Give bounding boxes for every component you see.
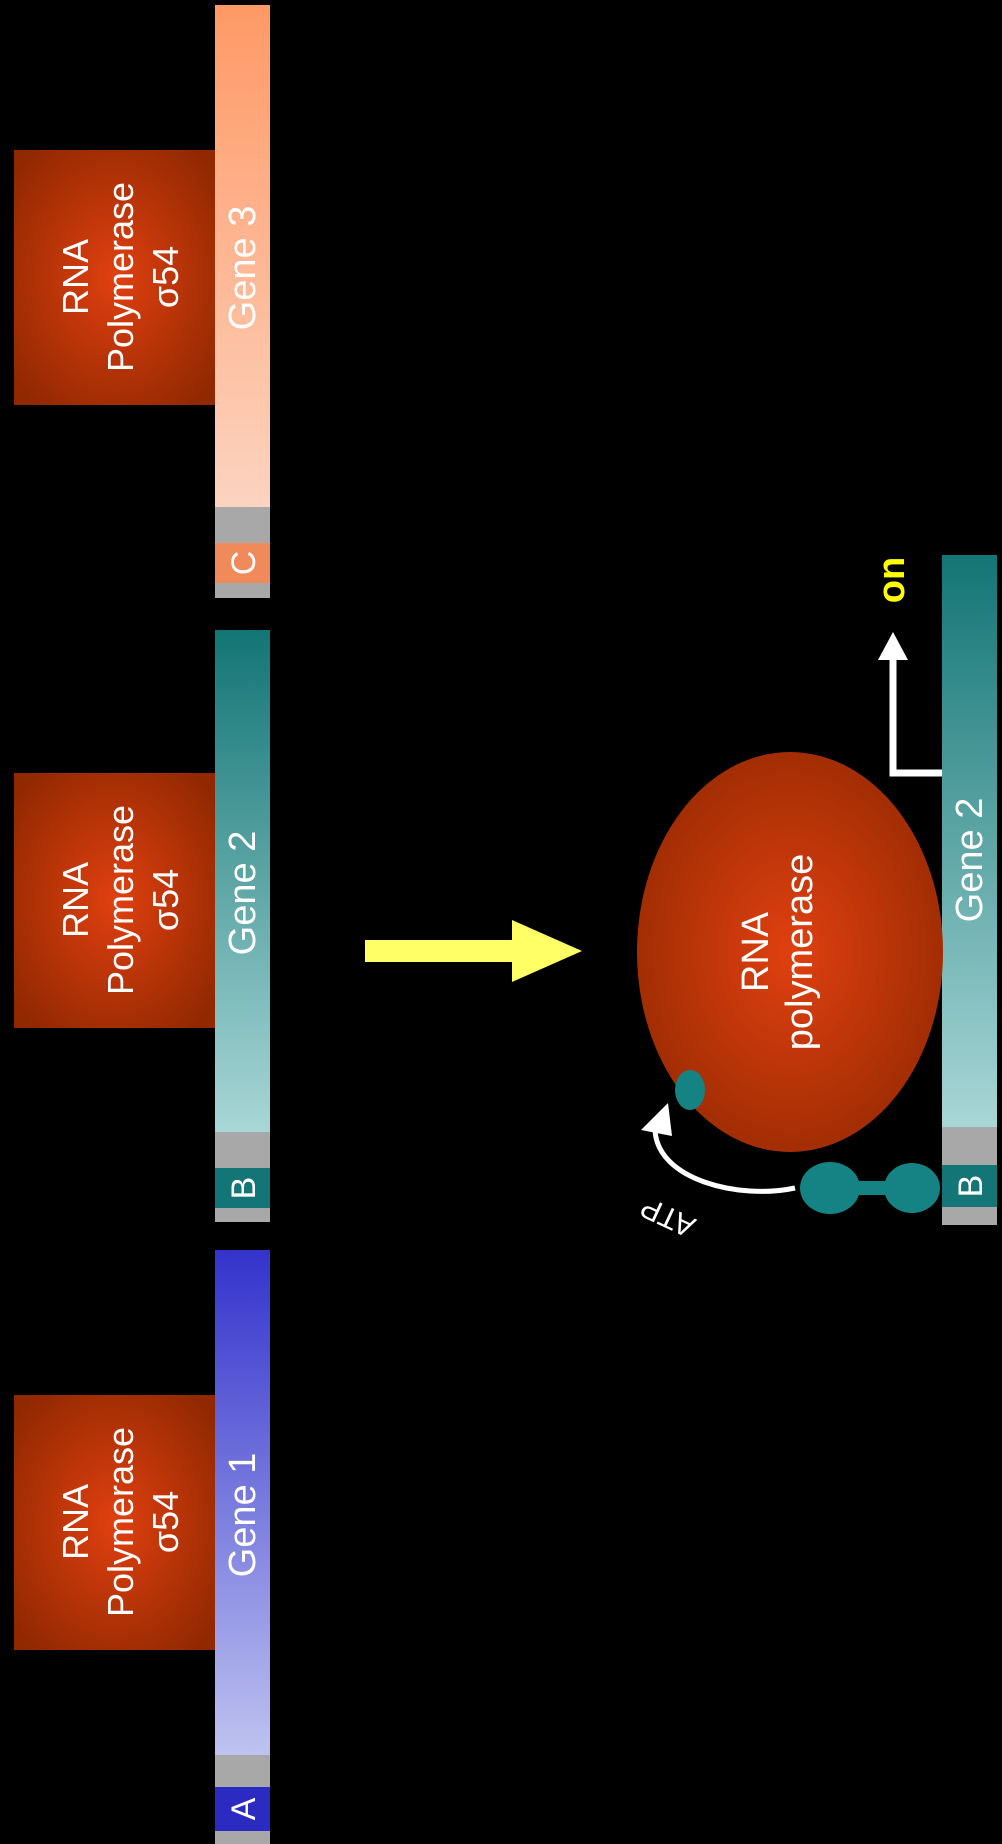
rna-polymerase-sigma54-2: RNA Polymerase σ54 (14, 773, 215, 1028)
rna-polymerase-sigma54-1: RNA Polymerase σ54 (14, 1395, 215, 1650)
polymerase-1-line-1: RNA (55, 1484, 96, 1560)
gene-3-spacer (215, 507, 270, 543)
activated-gene-2-label: Gene 2 (949, 798, 991, 923)
gene-2-end-gray (215, 1208, 270, 1222)
polymerase-1-line-3: σ54 (145, 1491, 186, 1553)
gene-2-label: Gene 2 (222, 831, 264, 956)
activated-gene-2-spacer (942, 1127, 997, 1165)
activated-gene-2-end-gray (942, 1207, 997, 1225)
polymerase-3-line-1: RNA (55, 239, 96, 315)
activator-protein-icon (675, 1070, 940, 1214)
polymerase-3-line-3: σ54 (145, 246, 186, 308)
gene-3-construct: C Gene 3 RNA Polymerase σ54 (14, 5, 270, 598)
polymerase-1-line-2: Polymerase (100, 1427, 141, 1617)
gene-1-bar (215, 1250, 270, 1760)
polymerase-2-line-1: RNA (55, 862, 96, 938)
site-b-label: B (225, 1177, 263, 1200)
gene-2-spacer (215, 1132, 270, 1168)
activated-gene-2-bar (942, 555, 997, 1130)
site-c-box (215, 543, 270, 583)
gene-3-label: Gene 3 (222, 206, 264, 331)
activated-gene-2-construct: B Gene 2 RNA polymerase on ATP (636, 555, 997, 1243)
polymerase-3-line-2: Polymerase (100, 182, 141, 372)
activated-site-b-box (942, 1165, 997, 1207)
on-label: on (871, 557, 913, 603)
site-a-box (215, 1787, 270, 1831)
gene-2-bar (215, 630, 270, 1135)
polymerase-2-line-3: σ54 (145, 869, 186, 931)
gene-1-label: Gene 1 (222, 1453, 264, 1578)
gene-1-spacer (215, 1755, 270, 1787)
atp-arrow-icon (641, 1103, 796, 1194)
activated-polymerase-line-1: RNA (735, 911, 777, 992)
gene-1-end-gray (215, 1831, 270, 1844)
site-a-label: A (225, 1797, 263, 1820)
polymerase-2-line-2: Polymerase (100, 805, 141, 995)
activated-site-b-label: B (952, 1175, 990, 1198)
rna-polymerase-sigma54-3: RNA Polymerase σ54 (14, 150, 215, 405)
gene-3-end-gray (215, 583, 270, 598)
transcription-start-arrow-icon (878, 632, 942, 777)
gene-1-construct: A Gene 1 RNA Polymerase σ54 (14, 1250, 270, 1844)
site-b-box (215, 1168, 270, 1208)
gene-2-construct: B Gene 2 RNA Polymerase σ54 (14, 630, 270, 1222)
rna-polymerase-ellipse: RNA polymerase (637, 752, 943, 1152)
activated-polymerase-line-2: polymerase (779, 854, 821, 1050)
site-c-label: C (225, 551, 263, 576)
gene-3-bar (215, 5, 270, 510)
transition-arrow-icon (365, 920, 582, 982)
